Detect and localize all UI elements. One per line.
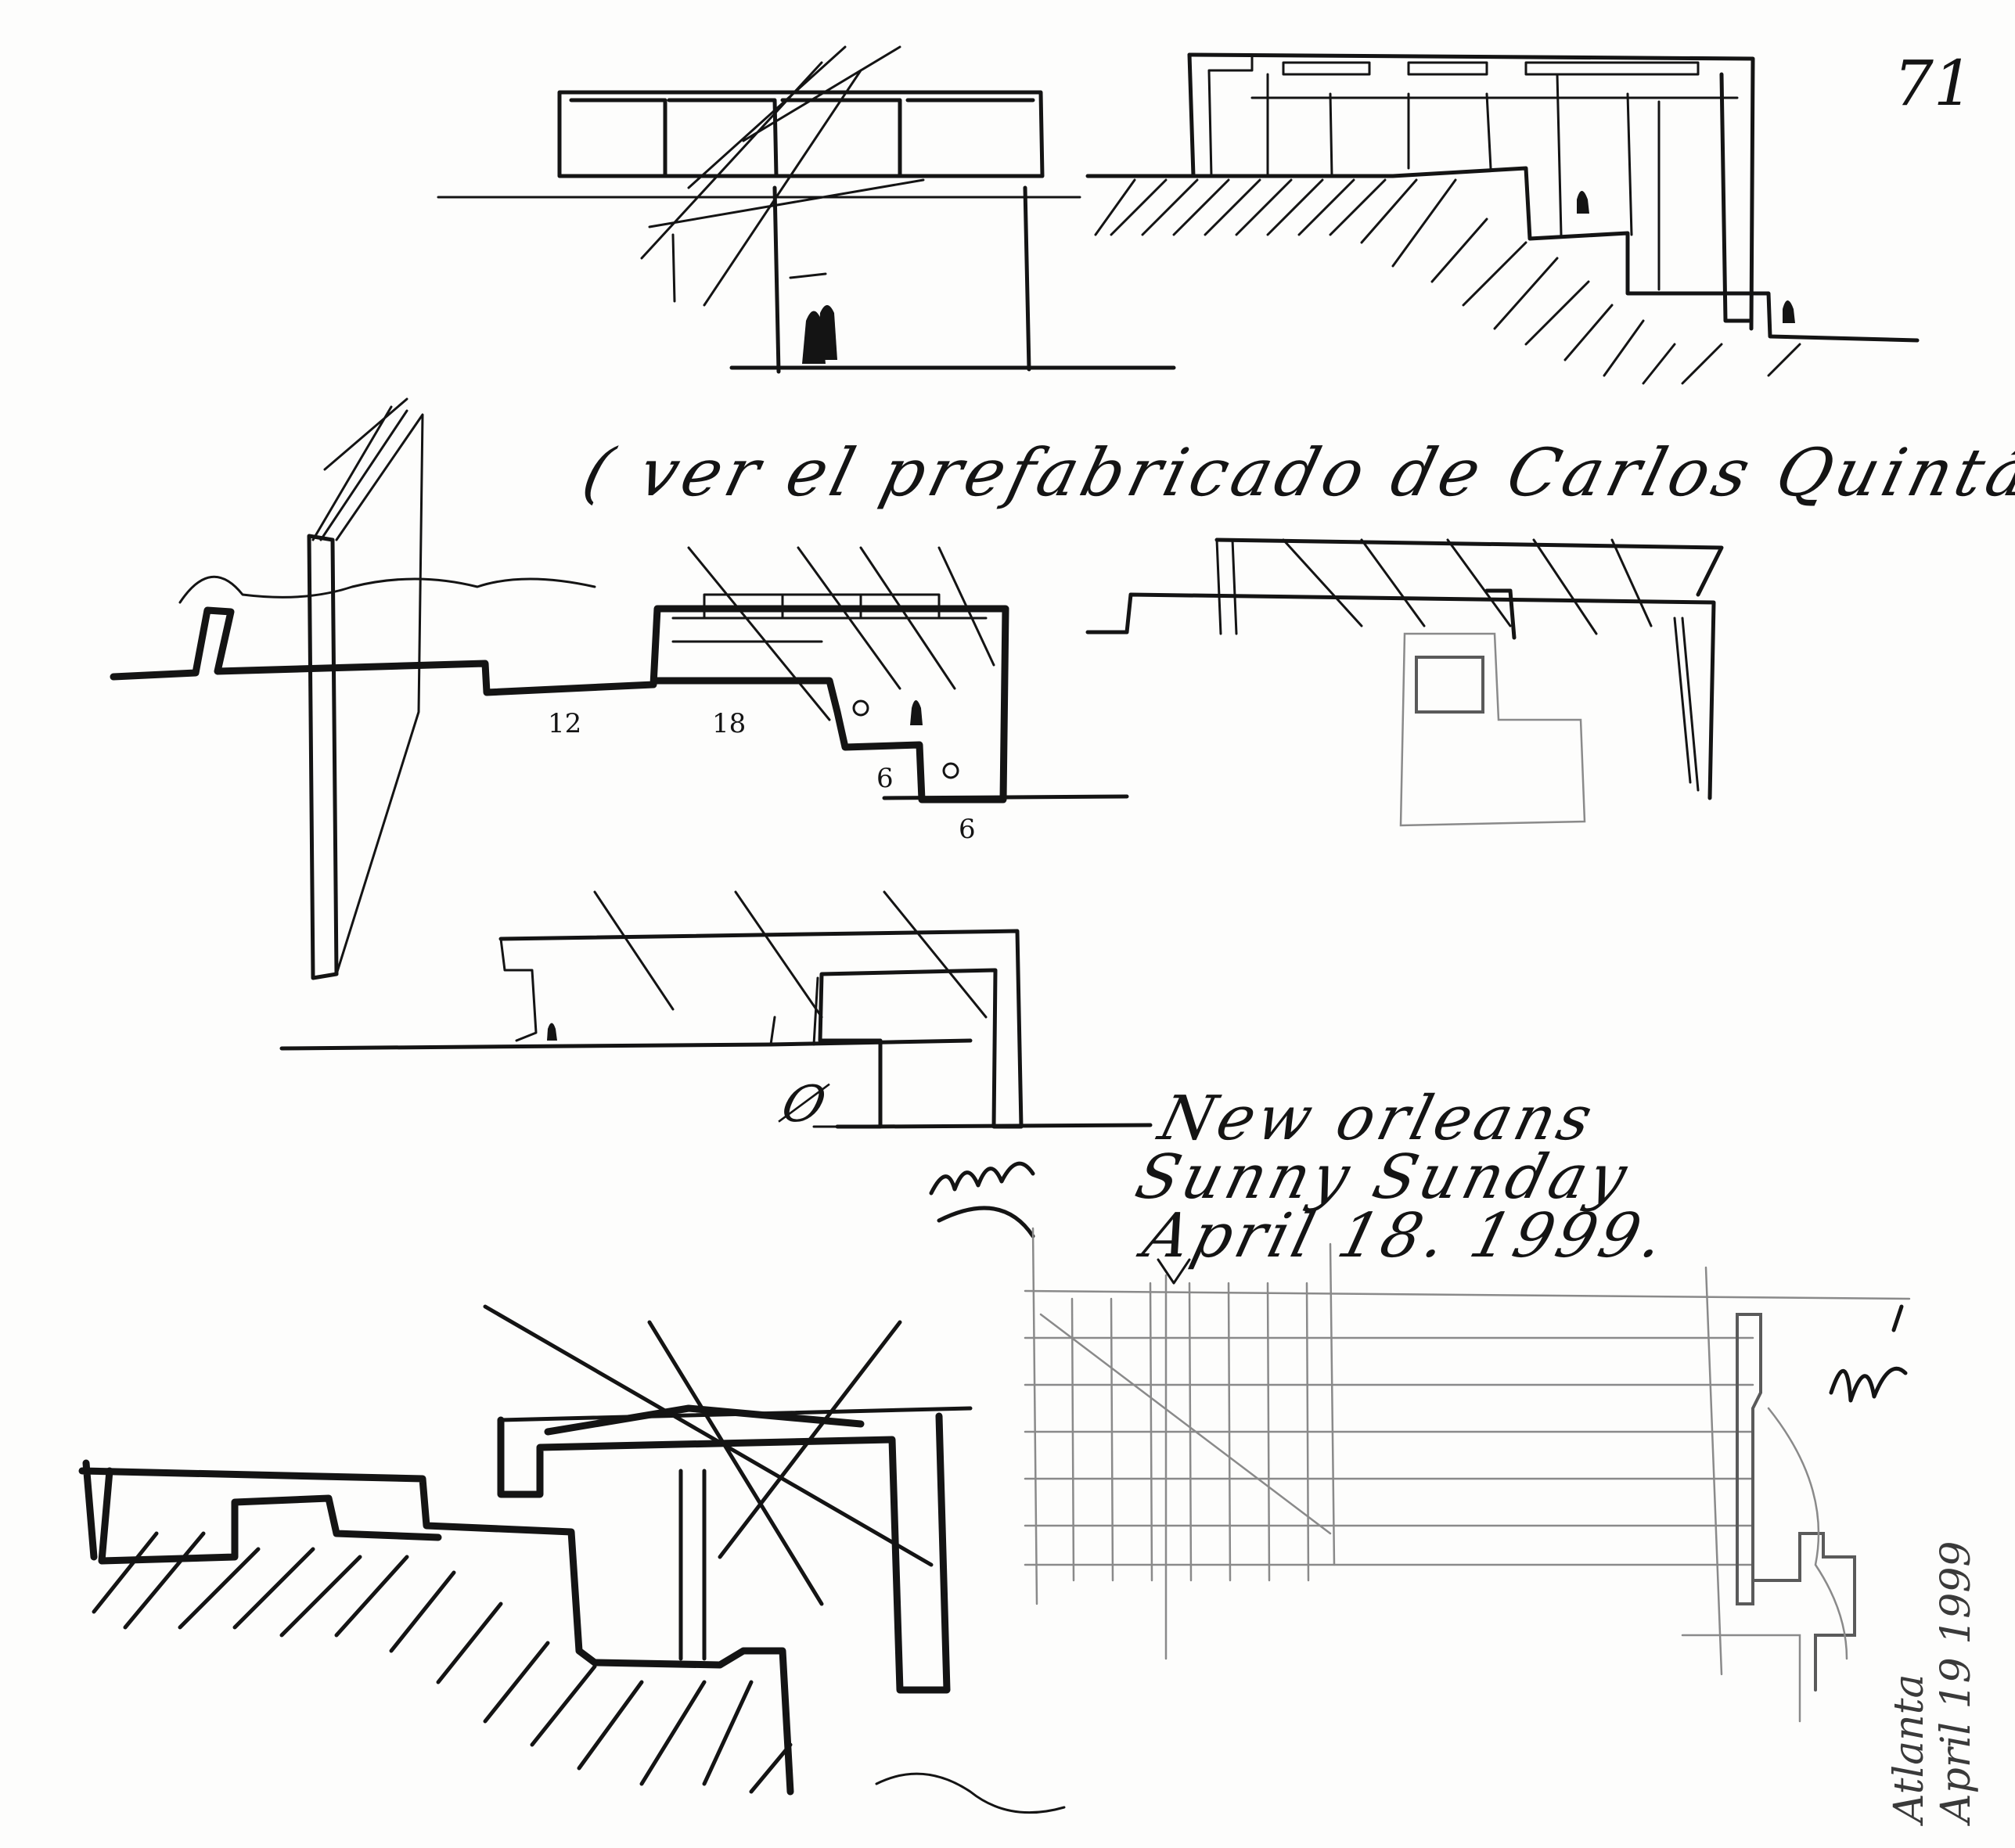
dimension-label-6b: 6 [959,814,976,845]
location-atlanta: Atlanta [1886,1674,1933,1823]
sketch-elevated-frame [437,45,1176,374]
prefab-caption: ( ver el prefabricado de Carlos Quintáns… [575,434,2015,511]
sketch-pencil-grid [1024,1227,1911,1723]
dimension-label-12: 12 [548,708,582,739]
sketch-pencil-plan [1085,538,1724,827]
sketch-large-section [78,1304,1066,1814]
sketch-small-section [279,890,1153,1129]
signature-mark-1 [929,1161,1035,1239]
date-april-18: April 18. 1999. [1136,1201,1675,1271]
date-april-19: April 19 1999 [1933,1541,1980,1823]
sketch-long-section [110,397,1129,980]
sketch-stepped-section [1085,52,1920,385]
dimension-label-18: 18 [712,708,747,739]
signature-mark-2 [1829,1304,1908,1403]
dimension-label-6a: 6 [876,763,894,794]
page-number: 71 [1894,47,1974,120]
